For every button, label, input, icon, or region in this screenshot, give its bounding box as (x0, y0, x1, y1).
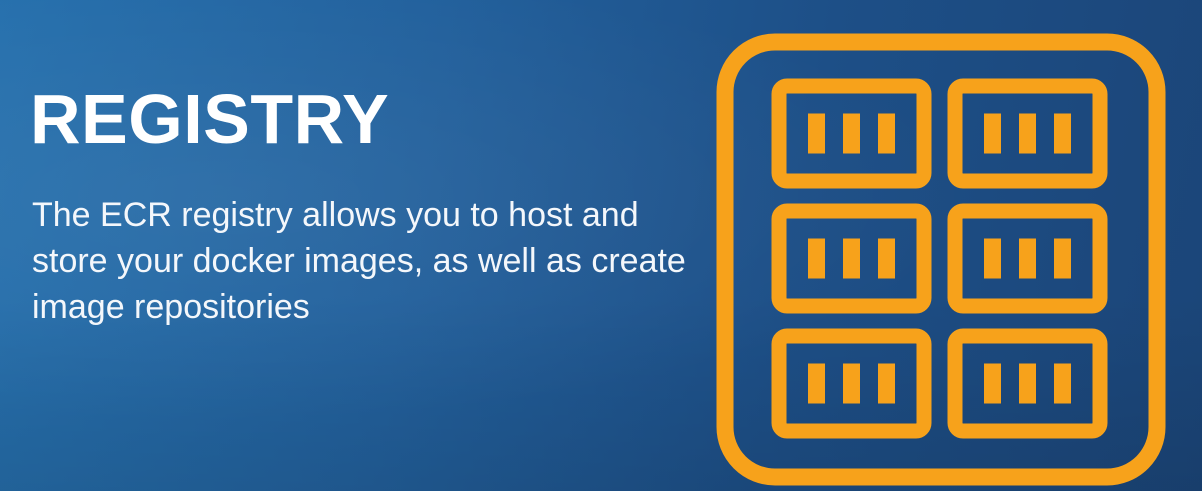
container-bar (1054, 363, 1071, 404)
container-bar (843, 238, 860, 279)
slide-title: REGISTRY (30, 80, 390, 158)
container-cell (771, 328, 932, 439)
container-bar (878, 363, 895, 404)
container-bar (984, 238, 1001, 279)
container-bar (1019, 363, 1036, 404)
container-cell (947, 203, 1108, 314)
container-bar (1054, 238, 1071, 279)
container-cell (947, 328, 1108, 439)
container-bar (843, 363, 860, 404)
container-bar (808, 238, 825, 279)
container-cell (771, 203, 932, 314)
container-cell (947, 78, 1108, 189)
container-bar (1054, 113, 1071, 154)
container-bar (984, 113, 1001, 154)
container-bar (984, 363, 1001, 404)
container-bar (808, 113, 825, 154)
registry-frame (716, 33, 1166, 486)
container-bar (808, 363, 825, 404)
container-bar (1019, 113, 1036, 154)
container-bar (843, 113, 860, 154)
container-bar (1019, 238, 1036, 279)
slide-description: The ECR registry allows you to host and … (32, 196, 686, 326)
container-cell (771, 78, 932, 189)
container-bar (878, 238, 895, 279)
container-bar (878, 113, 895, 154)
